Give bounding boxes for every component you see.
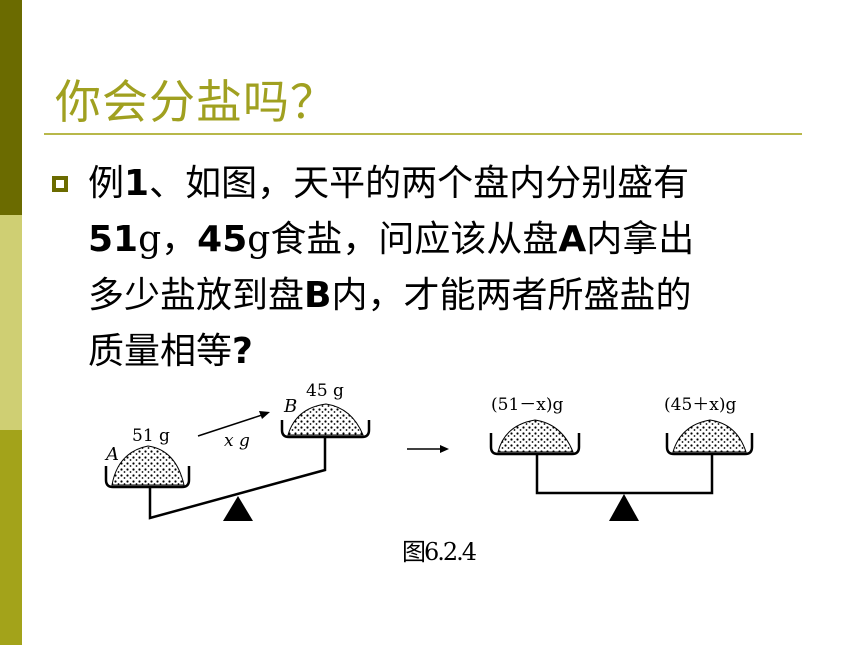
- side-bar-bottom: [0, 430, 22, 645]
- transfer-arrow: [197, 413, 266, 437]
- figure-caption: 图6.2.4: [402, 538, 477, 566]
- label-45-plus-x: (45＋x)g: [664, 395, 736, 415]
- tilted-beam: [148, 437, 327, 520]
- problem-line-1: 例1、如图，天平的两个盘内分别盛有: [88, 156, 818, 212]
- balanced-scale: (51－x)g (45＋x)g: [489, 395, 754, 521]
- text-run: 1: [124, 163, 150, 204]
- side-bar-middle: [0, 215, 22, 430]
- label-51-minus-x: (51－x)g: [491, 395, 563, 415]
- problem-line-3: 多少盐放到盘B内，才能两者所盛盐的: [88, 268, 818, 324]
- text-run: ?: [232, 331, 253, 372]
- between-arrowhead: [440, 445, 449, 453]
- text-run: B: [304, 275, 332, 316]
- text-run: 内拿出: [586, 219, 695, 260]
- left-fulcrum: [223, 496, 253, 521]
- balanced-left-salt: [497, 419, 574, 453]
- right-fulcrum: [609, 494, 639, 521]
- right-salt-pile: [287, 403, 364, 436]
- text-run: 多少盐放到盘: [88, 275, 305, 316]
- text-run: g: [138, 219, 162, 260]
- label-xg: x g: [224, 431, 250, 451]
- level-beam: [535, 454, 714, 495]
- left-pan: [104, 466, 191, 489]
- balanced-right-pan: [665, 433, 754, 456]
- unbalanced-scale: A 51 g x g B 45 g: [104, 381, 371, 521]
- label-51g: 51 g: [132, 426, 170, 446]
- problem-line-4: 质量相等?: [88, 324, 818, 380]
- label-45g: 45 g: [306, 381, 344, 401]
- transfer-arrowhead: [259, 411, 270, 419]
- balanced-left-pan: [489, 433, 581, 456]
- text-run: ，: [161, 219, 198, 260]
- text-run: A: [558, 219, 587, 260]
- problem-line-2: 51g，45g食盐，问应该从盘A内拿出: [88, 212, 818, 268]
- label-b: B: [283, 396, 297, 417]
- problem-text: 例1、如图，天平的两个盘内分别盛有 51g，45g食盐，问应该从盘A内拿出 多少…: [88, 156, 818, 380]
- text-run: 例: [88, 163, 125, 204]
- square-bullet-icon: [52, 176, 68, 192]
- label-a: A: [104, 444, 119, 465]
- text-run: 食盐，问应该从盘: [270, 219, 559, 260]
- slide-title: 你会分盐吗？: [55, 75, 337, 129]
- text-run: g: [247, 219, 271, 260]
- left-salt-pile: [111, 445, 185, 486]
- text-run: 内，才能两者所盛盐的: [331, 275, 692, 316]
- balanced-right-salt: [672, 419, 747, 453]
- text-run: 质量相等: [88, 331, 233, 372]
- text-run: 51: [88, 219, 139, 260]
- side-bar-top: [0, 0, 22, 215]
- text-run: 、如图，天平的两个盘内分别盛有: [149, 163, 690, 204]
- title-divider: [44, 133, 802, 135]
- text-run: 45: [197, 219, 248, 260]
